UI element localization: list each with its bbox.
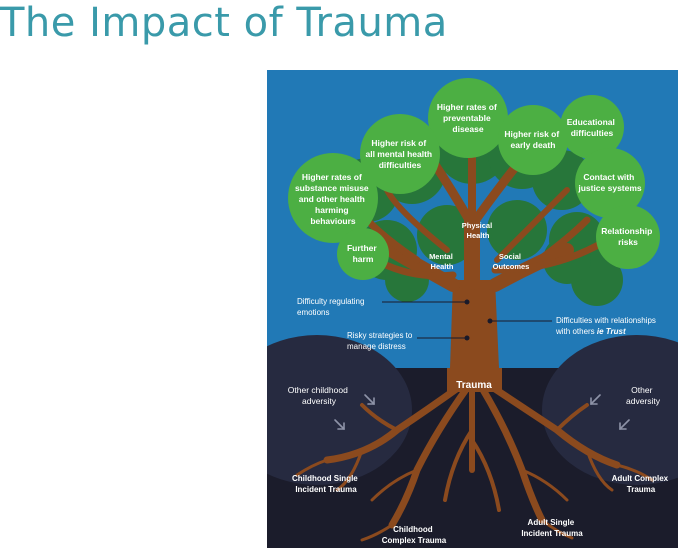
impact-bubble-relationship: Relationship risks	[596, 205, 660, 269]
impact-bubble-justice: Contact with justice systems	[575, 148, 645, 218]
impact-bubble-educational: Educational difficulties	[560, 95, 624, 159]
trauma-tree-infographic: Higher rates of preventable disease High…	[267, 70, 678, 548]
bubble-mental-line3: difficulties	[379, 160, 422, 170]
branch-social-line1: Social	[499, 252, 521, 261]
impact-bubble-disease: Higher rates of preventable disease	[428, 78, 508, 158]
arrow-down-left-icon	[590, 394, 601, 405]
note-relationships-line2: with others ie Trust	[555, 327, 626, 336]
svg-text:Difficulty regulating em: Difficulty regulating emotions	[297, 297, 367, 317]
branch-social-outcomes: Social Outcomes	[493, 252, 530, 271]
root-cc-line2: Complex Trauma	[382, 536, 447, 545]
adversity-left-label: Other childhood adversity	[288, 385, 350, 406]
adversity-left-line1: Other childhood	[288, 385, 348, 395]
svg-text:Risky strategies to mana: Risky strategies to manage distress	[347, 331, 415, 351]
root-adult-single: Adult Single Incident Trauma	[521, 518, 583, 538]
note-relationships: Difficulties with relationships with oth…	[487, 316, 656, 336]
branch-physical-health: Physical Health	[462, 221, 495, 240]
note-relationships-line1: Difficulties with relationships	[556, 316, 656, 325]
root-cs-line2: Incident Trauma	[295, 485, 357, 494]
adversity-arrows	[334, 394, 630, 430]
svg-text:Higher risk of all menta: Higher risk of all mental health difficu…	[366, 138, 435, 170]
bubble-death-line1: Higher risk of	[504, 129, 559, 139]
root-adult-complex: Adult Complex Trauma	[612, 474, 671, 494]
branch-mental-health: Mental Health	[429, 252, 455, 271]
branch-social-line2: Outcomes	[493, 262, 530, 271]
arrow-down-left-icon	[619, 419, 630, 430]
svg-text:Difficulties with relationship: Difficulties with relationships	[556, 316, 656, 325]
svg-text:Further harm: Further harm	[347, 243, 379, 264]
arrow-down-right-icon	[364, 394, 375, 405]
branch-mental-line1: Mental	[429, 252, 453, 261]
root-cs-line1: Childhood Single	[292, 474, 358, 483]
branch-physical-line1: Physical	[462, 221, 492, 230]
svg-text:Educational difficulties: Educational difficulties	[567, 117, 618, 138]
trauma-label: Trauma	[456, 380, 492, 391]
impact-bubble-substance: Higher rates of substance misuse and oth…	[288, 153, 378, 243]
bubble-disease-line2: preventable	[443, 113, 491, 123]
note-relationships-prefix: with others	[555, 327, 597, 336]
bubble-death-line2: early death	[511, 140, 556, 150]
impact-bubble-mental-health: Higher risk of all mental health difficu…	[360, 114, 440, 194]
arrow-down-right-icon	[334, 419, 345, 430]
note-emotions-line2: emotions	[297, 308, 329, 317]
slide-title: The Impact of Trauma	[0, 0, 448, 46]
adversity-right-label: Other adversity	[626, 385, 661, 406]
root-as-line1: Adult Single	[528, 518, 575, 527]
root-as-line2: Incident Trauma	[521, 529, 583, 538]
note-emotions-line1: Difficulty regulating	[297, 297, 364, 306]
root-childhood-complex: Childhood Complex Trauma	[382, 525, 447, 545]
note-risky-line1: Risky strategies to	[347, 331, 413, 340]
branch-physical-line2: Health	[467, 231, 490, 240]
svg-text:Higher rates of preventa: Higher rates of preventable disease	[437, 102, 499, 134]
adversity-right-line2: adversity	[626, 396, 661, 406]
bubble-mental-line1: Higher risk of	[371, 138, 426, 148]
bubble-harm-line2: harm	[353, 254, 374, 264]
bubble-justice-line1: Contact with	[583, 172, 634, 182]
bubble-disease-line3: disease	[452, 124, 483, 134]
bubble-substance-line3: and other health	[299, 194, 365, 204]
tree-roots	[295, 381, 654, 542]
adversity-right-line1: Other	[631, 385, 652, 395]
note-risky-strategies: Risky strategies to manage distress	[347, 331, 470, 351]
svg-text:Higher risk of early dea: Higher risk of early death	[504, 129, 561, 150]
trauma-tree-svg: Higher rates of preventable disease High…	[267, 70, 678, 548]
root-cc-line1: Childhood	[393, 525, 433, 534]
bubble-edu-line1: Educational	[567, 117, 615, 127]
branch-mental-line2: Health	[431, 262, 454, 271]
bubble-harm-line1: Further	[347, 243, 377, 253]
bubble-substance-line4: harming	[315, 205, 349, 215]
root-ac-line1: Adult Complex	[612, 474, 669, 483]
bubble-substance-line5: behaviours	[310, 216, 356, 226]
bubble-relationship-line2: risks	[618, 237, 638, 247]
bubble-disease-line1: Higher rates of	[437, 102, 497, 112]
bubble-substance-line1: Higher rates of	[302, 172, 362, 182]
trunk-base	[447, 368, 502, 392]
adversity-left-line2: adversity	[302, 396, 337, 406]
svg-text:Relationship risks: Relationship risks	[601, 226, 654, 247]
bubble-justice-line2: justice systems	[577, 183, 642, 193]
bubble-relationship-line1: Relationship	[601, 226, 652, 236]
root-childhood-single: Childhood Single Incident Trauma	[292, 474, 360, 494]
svg-text:Higher rates of substanc: Higher rates of substance misuse and oth…	[295, 172, 371, 226]
bubble-mental-line2: all mental health	[366, 149, 433, 159]
impact-bubble-further-harm: Further harm	[337, 228, 389, 280]
note-relationships-emph: ie Trust	[597, 327, 626, 336]
bubble-edu-line2: difficulties	[571, 128, 614, 138]
root-ac-line2: Trauma	[627, 485, 656, 494]
note-risky-line2: manage distress	[347, 342, 406, 351]
note-emotions: Difficulty regulating emotions	[297, 297, 470, 317]
impact-bubble-early-death: Higher risk of early death	[498, 105, 568, 175]
svg-text:Contact with justice sys: Contact with justice systems	[577, 172, 642, 193]
bubble-substance-line2: substance misuse	[295, 183, 369, 193]
